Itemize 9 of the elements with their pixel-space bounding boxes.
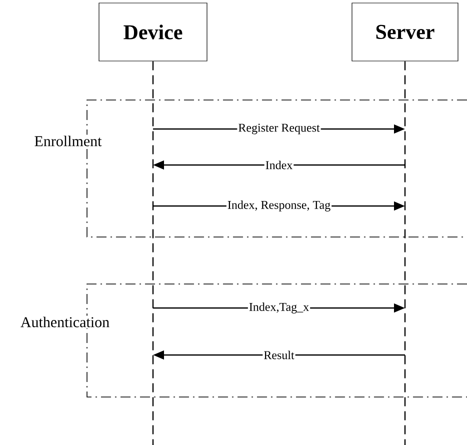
message-label: Register Request	[237, 122, 321, 136]
participant-box: Server	[352, 2, 458, 62]
message-label: Index,Tag_x	[248, 302, 310, 314]
group-label: Enrollment	[33, 134, 103, 148]
participant-box: Device	[98, 2, 208, 62]
message-label: Result	[262, 350, 296, 360]
message-label: Index, Response, Tag	[226, 200, 332, 212]
group-label: Authentication	[19, 316, 111, 328]
message-label: Index	[264, 160, 294, 170]
